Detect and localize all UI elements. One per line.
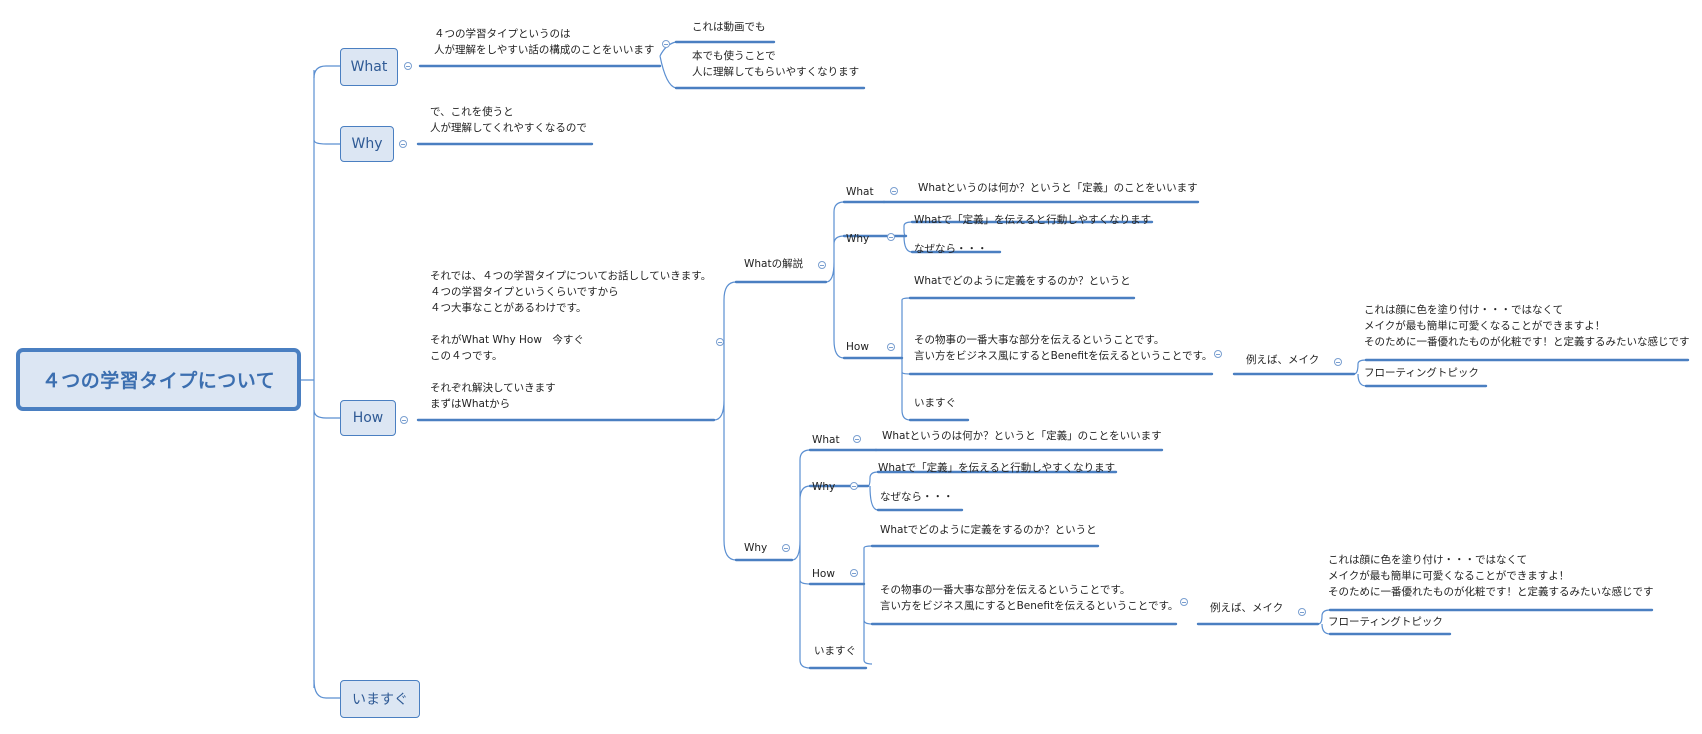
- sub2-why-text2[interactable]: なぜなら・・・: [880, 491, 954, 503]
- sub2-now-label[interactable]: いますぐ: [814, 645, 856, 657]
- sub1-label[interactable]: Whatの解説: [744, 258, 804, 270]
- collapse-toggle-what-note[interactable]: [662, 40, 670, 48]
- why-note[interactable]: で、これを使うと 人が理解してくれやすくなるので: [430, 106, 587, 134]
- collapse-toggle-how-note[interactable]: [716, 338, 724, 346]
- collapse-toggle-sub1-what[interactable]: [890, 187, 898, 195]
- link-sub2-why: [867, 471, 879, 511]
- root-topic[interactable]: ４つの学習タイプについて: [16, 348, 301, 411]
- collapse-toggle-how[interactable]: [400, 416, 408, 424]
- main-topic-what[interactable]: What: [340, 48, 398, 86]
- link-sub1-example: [1353, 359, 1367, 387]
- collapse-toggle-sub1-why[interactable]: [887, 233, 895, 241]
- underline-layer: [416, 40, 1690, 670]
- main-topic-now[interactable]: いますぐ: [340, 680, 420, 718]
- link-what-children: [659, 41, 677, 89]
- collapse-toggle-sub1[interactable]: [818, 261, 826, 269]
- collapse-toggle-what[interactable]: [404, 62, 412, 70]
- main-topic-why[interactable]: Why: [340, 126, 394, 162]
- link-sub1-how: [901, 297, 911, 421]
- root-trunk: [301, 70, 315, 688]
- what-note[interactable]: ４つの学習タイプというのは 人が理解をしやすい話の構成のことをいいます: [434, 28, 655, 56]
- collapse-toggle-sub2-how[interactable]: [850, 569, 858, 577]
- sub1-how-text1[interactable]: Whatでどのように定義をするのか？というと: [914, 275, 1131, 287]
- sub2-how-label[interactable]: How: [812, 568, 835, 580]
- sub1-what-text[interactable]: Whatというのは何か？というと「定義」のことをいいます: [918, 182, 1198, 194]
- thin-connectors: [301, 41, 1367, 699]
- sub2-why-label[interactable]: Why: [812, 481, 836, 493]
- collapse-toggle-why[interactable]: [399, 140, 407, 148]
- main-topic-how[interactable]: How: [340, 400, 396, 436]
- sub1-example-text[interactable]: これは顔に色を塗り付け・・・ではなくて メイクが最も簡単に可愛くなることができま…: [1364, 304, 1690, 348]
- sub1-how-now[interactable]: いますぐ: [914, 397, 956, 409]
- link-sub2-example: [1317, 609, 1331, 635]
- link-how: [313, 409, 340, 419]
- collapse-toggle-sub2-detail[interactable]: [1180, 598, 1188, 606]
- link-now: [313, 679, 340, 699]
- sub1-why-text2[interactable]: なぜなら・・・: [914, 243, 988, 255]
- collapse-toggle-sub1-detail[interactable]: [1214, 350, 1222, 358]
- link-sub1-children: [825, 201, 845, 359]
- link-sub2-children: [791, 449, 811, 669]
- link-how-subs: [713, 281, 737, 561]
- link-what: [313, 65, 340, 79]
- sub2-floating-topic[interactable]: フローティングトピック: [1328, 616, 1443, 628]
- sub1-how-text2[interactable]: その物事の一番大事な部分を伝えるということです。 言い方をビジネス風にするとBe…: [914, 334, 1213, 362]
- collapse-toggle-sub2[interactable]: [782, 544, 790, 552]
- sub2-example[interactable]: 例えば、メイク: [1210, 602, 1284, 614]
- sub2-why-text1[interactable]: Whatで「定義」を伝えると行動しやすくなります: [878, 462, 1116, 474]
- sub2-what-label[interactable]: What: [812, 434, 840, 446]
- sub2-how-text2[interactable]: その物事の一番大事な部分を伝えるということです。 言い方をビジネス風にするとBe…: [880, 584, 1179, 612]
- link-sub2-how: [863, 545, 873, 665]
- collapse-toggle-sub1-example[interactable]: [1334, 358, 1342, 366]
- sub1-floating-topic[interactable]: フローティングトピック: [1364, 367, 1479, 379]
- sub2-label[interactable]: Why: [744, 542, 768, 554]
- sub2-how-text1[interactable]: Whatでどのように定義をするのか？というと: [880, 524, 1097, 536]
- collapse-toggle-sub2-why[interactable]: [850, 482, 858, 490]
- collapse-toggle-sub2-example[interactable]: [1298, 608, 1306, 616]
- sub1-example[interactable]: 例えば、メイク: [1246, 354, 1320, 366]
- what-child-book[interactable]: 本でも使うことで 人に理解してもらいやすくなります: [692, 50, 860, 78]
- collapse-toggle-sub2-what[interactable]: [853, 435, 861, 443]
- sub1-why-text1[interactable]: Whatで「定義」を伝えると行動しやすくなります: [914, 214, 1152, 226]
- sub1-how-label[interactable]: How: [846, 341, 869, 353]
- sub1-why-label[interactable]: Why: [846, 233, 870, 245]
- what-child-video[interactable]: これは動画でも: [692, 21, 766, 33]
- sub2-example-text[interactable]: これは顔に色を塗り付け・・・ではなくて メイクが最も簡単に可愛くなることができま…: [1328, 554, 1654, 598]
- sub1-what-label[interactable]: What: [846, 186, 874, 198]
- sub2-what-text[interactable]: Whatというのは何か？というと「定義」のことをいいます: [882, 430, 1162, 442]
- how-note[interactable]: それでは、４つの学習タイプについてお話ししていきます。 ４つの学習タイプというく…: [430, 270, 712, 410]
- link-why: [313, 139, 340, 145]
- collapse-toggle-sub1-how[interactable]: [887, 343, 895, 351]
